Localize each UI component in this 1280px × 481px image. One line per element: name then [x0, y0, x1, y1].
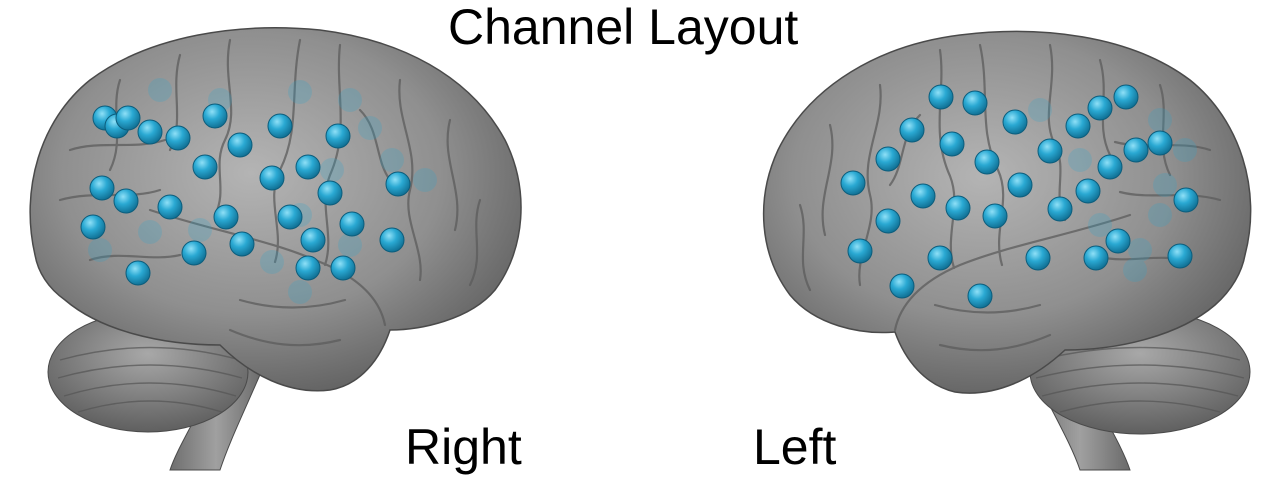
channel-dot — [113, 188, 139, 214]
channel-dot — [875, 208, 901, 234]
left-channels — [840, 84, 1199, 309]
channel-dot — [1087, 95, 1113, 121]
left-hemisphere-label: Left — [753, 419, 837, 475]
channel-dot — [889, 273, 915, 299]
channel-dot — [982, 203, 1008, 229]
channel-dot — [928, 84, 954, 110]
channel-dot — [325, 123, 351, 149]
right-far-side-channels — [88, 78, 437, 304]
channel-dot — [1065, 113, 1091, 139]
channel-dot — [385, 171, 411, 197]
left-cerebrum — [762, 30, 1252, 394]
channel-dot — [962, 90, 988, 116]
channel-dot — [181, 240, 207, 266]
channel-dot — [192, 154, 218, 180]
channel-dot — [1097, 154, 1123, 180]
channel-dot — [267, 113, 293, 139]
channel-dot — [259, 165, 285, 191]
channel-dot — [1047, 196, 1073, 222]
left-far-side-channels — [1028, 98, 1197, 282]
channel-dot — [295, 154, 321, 180]
right-hemisphere-label: Right — [405, 419, 522, 475]
right-hemisphere-brain — [29, 27, 522, 471]
right-cerebellum-folds — [57, 346, 243, 413]
channel-dot — [317, 180, 343, 206]
channel-dot — [945, 195, 971, 221]
channel-dot — [967, 283, 993, 309]
channel-dot — [1002, 109, 1028, 135]
channel-dot — [840, 170, 866, 196]
channel-dot — [939, 131, 965, 157]
channel-dot — [1113, 84, 1139, 110]
left-cerebellum-folds — [1035, 346, 1245, 413]
left-hemisphere-brain — [762, 30, 1252, 471]
figure-title: Channel Layout — [448, 0, 799, 55]
channel-dot — [80, 214, 106, 240]
channel-dot — [229, 231, 255, 257]
channel-dot — [379, 227, 405, 253]
channel-dot — [974, 149, 1000, 175]
channel-dot — [227, 132, 253, 158]
channel-dot — [202, 103, 228, 129]
channel-dot — [330, 255, 356, 281]
channel-dot — [1007, 172, 1033, 198]
channel-dot — [277, 204, 303, 230]
channel-dot — [339, 211, 365, 237]
channel-dot — [1147, 130, 1173, 156]
channel-dot — [1123, 137, 1149, 163]
channel-dot — [1075, 178, 1101, 204]
channel-dot — [1173, 187, 1199, 213]
channel-dot — [875, 146, 901, 172]
channel-dot — [847, 238, 873, 264]
right-sulci — [58, 38, 482, 347]
channel-dot — [157, 194, 183, 220]
channel-dot — [115, 105, 141, 131]
channel-dot — [89, 175, 115, 201]
channel-dot — [899, 117, 925, 143]
channel-dot — [295, 255, 321, 281]
channel-dot — [1167, 243, 1193, 269]
channel-dot — [300, 227, 326, 253]
channel-dot — [213, 204, 239, 230]
channel-dot — [910, 183, 936, 209]
channel-dot — [125, 260, 151, 286]
channel-dot — [1037, 138, 1063, 164]
channel-dot — [927, 245, 953, 271]
channel-dot — [137, 119, 163, 145]
channel-dot — [165, 125, 191, 151]
channel-dot — [1083, 245, 1109, 271]
channel-dot — [1105, 228, 1131, 254]
right-channels — [80, 103, 411, 286]
channel-dot — [1025, 245, 1051, 271]
